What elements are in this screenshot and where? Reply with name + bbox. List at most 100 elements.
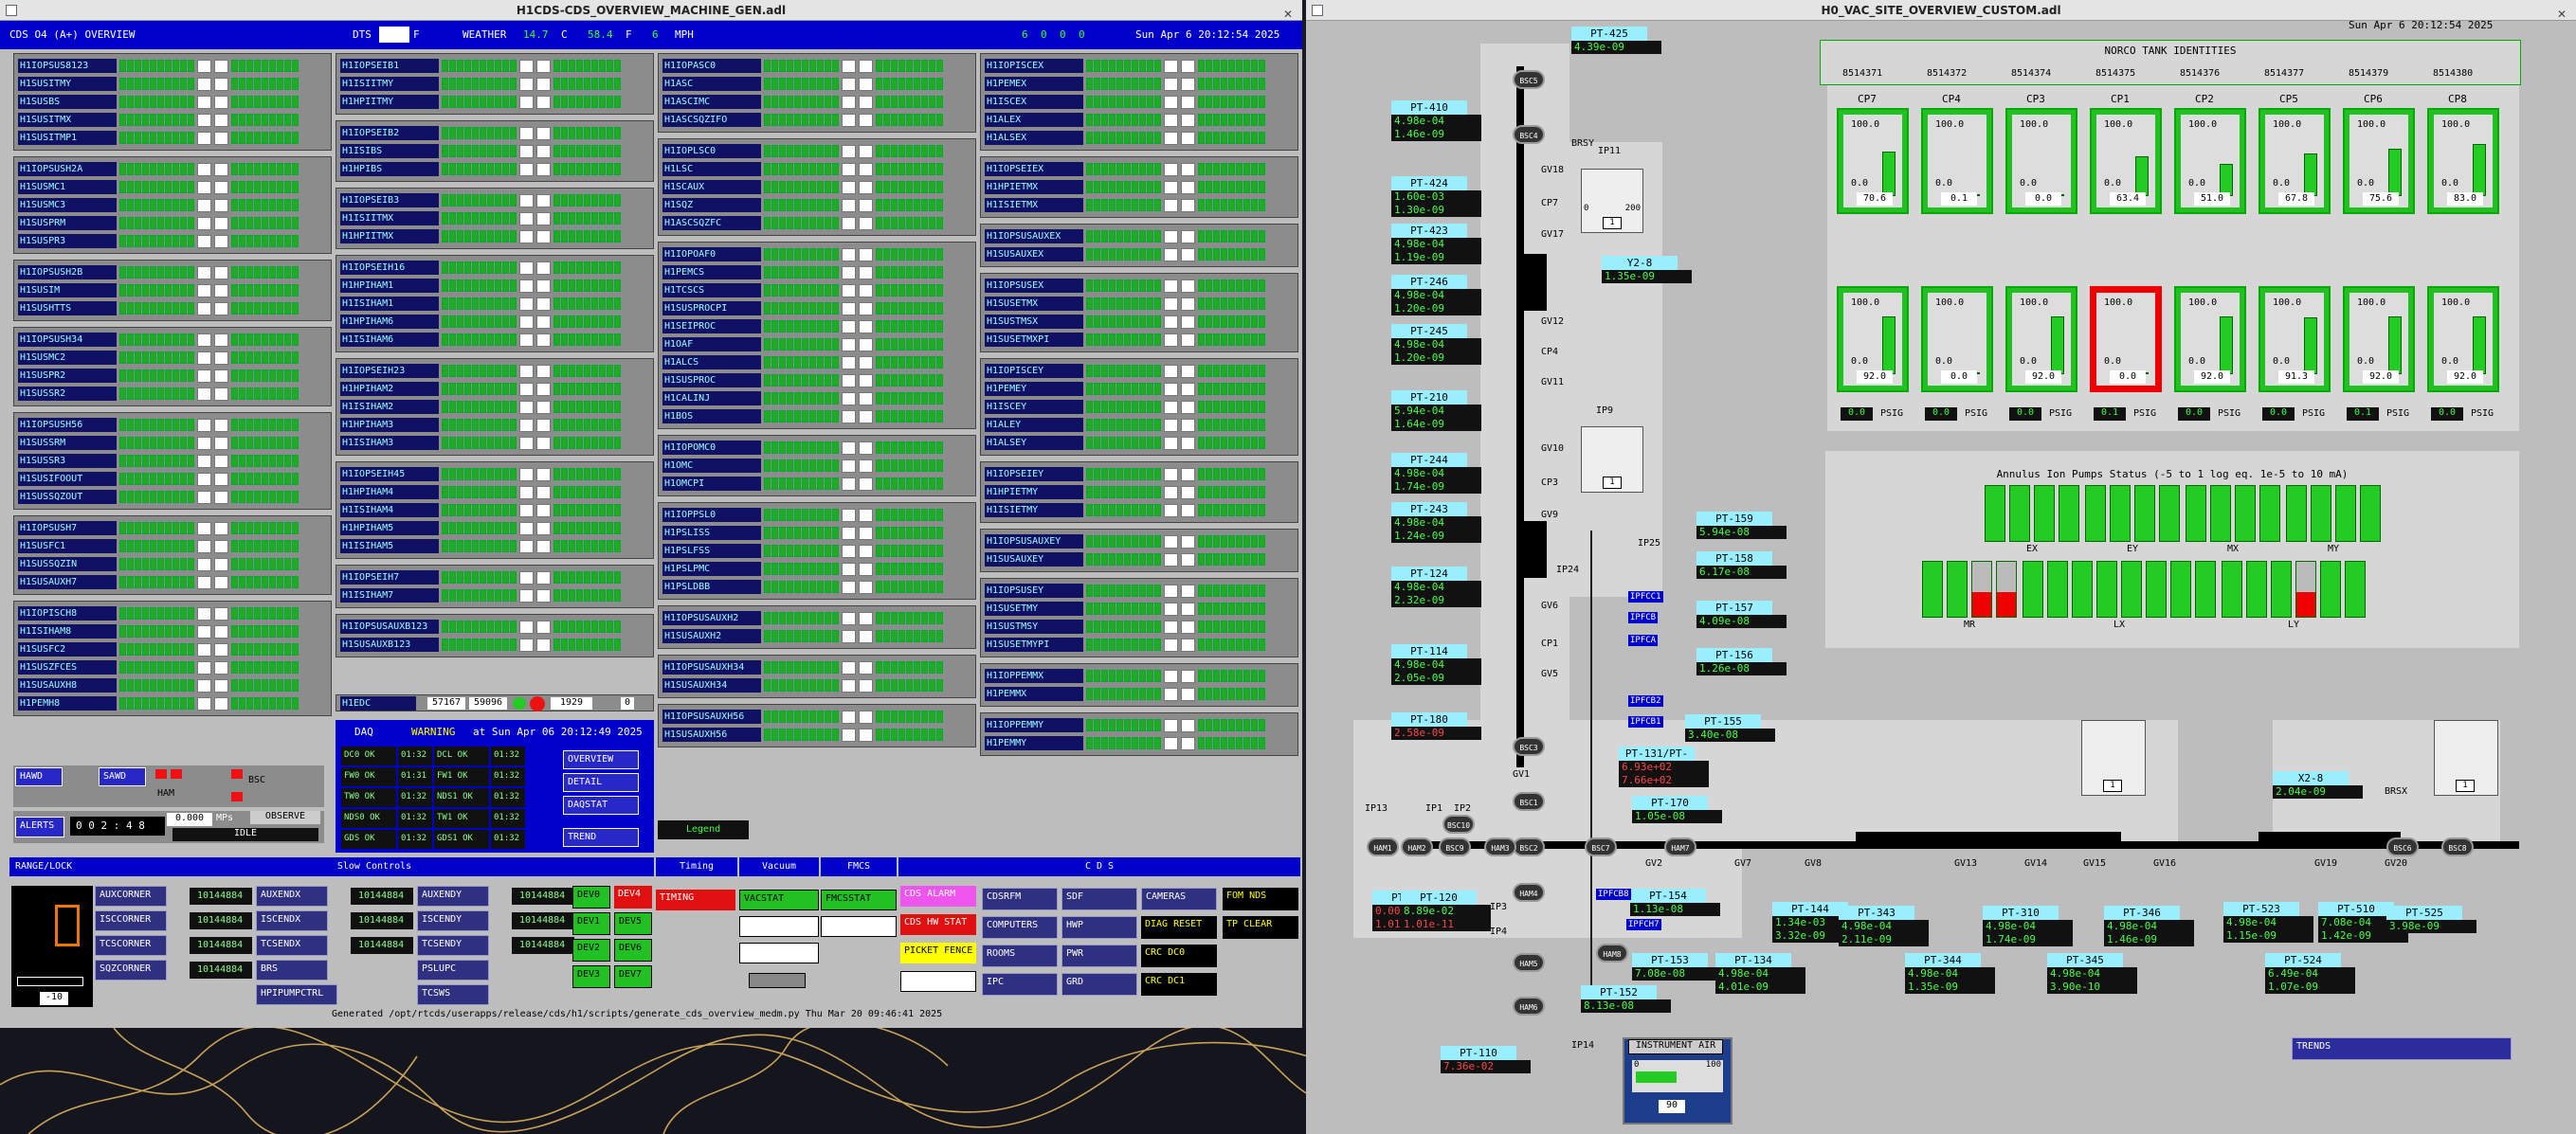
- hwp-button[interactable]: HWP: [1061, 916, 1137, 939]
- ion-pump-label[interactable]: IP25: [1638, 538, 1661, 549]
- vacuum-component[interactable]: CP1: [1541, 639, 1559, 649]
- model-name-button[interactable]: H1LSC: [662, 162, 761, 176]
- vacuum-component[interactable]: BSC7: [1585, 837, 1617, 856]
- ipfc-label[interactable]: IPFCA: [1628, 635, 1659, 646]
- model-name-button[interactable]: H1ISIITMY: [340, 77, 439, 91]
- model-name-button[interactable]: H1ISIHAM8: [18, 624, 117, 639]
- annulus-ion-pump[interactable]: [2311, 485, 2331, 542]
- fom-nds-button[interactable]: FOM NDS: [1223, 888, 1298, 910]
- legend-button[interactable]: Legend: [658, 820, 749, 839]
- sawd-button[interactable]: SAWD: [99, 767, 146, 786]
- model-name-button[interactable]: H1IOPSEIH45: [340, 467, 439, 481]
- vacuum-component[interactable]: BSC3: [1513, 737, 1545, 756]
- slow-control-button[interactable]: TCSWS: [417, 984, 489, 1005]
- vacuum-component[interactable]: GV1: [1513, 769, 1531, 780]
- vacuum-component[interactable]: HAM3: [1484, 837, 1516, 856]
- ion-pump-label[interactable]: BRSX: [2385, 786, 2408, 797]
- ipfc-label[interactable]: IPFCB2: [1628, 695, 1663, 707]
- model-name-button[interactable]: H1SUSITMX: [18, 113, 117, 127]
- dev-button[interactable]: DEV3: [572, 965, 610, 988]
- annulus-ion-pump[interactable]: [1971, 561, 1992, 618]
- diag-reset-button[interactable]: DIAG RESET: [1141, 916, 1217, 939]
- model-name-button[interactable]: H1SUSPROC: [662, 373, 761, 387]
- model-name-button[interactable]: H1IOPOMC0: [662, 441, 761, 455]
- vacuum-component[interactable]: GV13: [1954, 858, 1978, 869]
- model-name-button[interactable]: H1SUSSRM: [18, 436, 117, 450]
- model-name-button[interactable]: H1ISIHAM7: [340, 588, 439, 603]
- vacuum-component[interactable]: GV7: [1734, 858, 1752, 869]
- model-name-button[interactable]: H1ISIHAM6: [340, 333, 439, 347]
- model-name-button[interactable]: H1SUSITMP1: [18, 131, 117, 145]
- vacuum-component[interactable]: CP3: [1541, 477, 1559, 488]
- model-name-button[interactable]: H1IOPSUSEY: [985, 584, 1083, 598]
- annulus-ion-pump[interactable]: [2259, 485, 2280, 542]
- annulus-ion-pump[interactable]: [2047, 561, 2068, 618]
- ion-pump-label[interactable]: IP1: [1425, 803, 1443, 814]
- vacuum-component[interactable]: HAM5: [1513, 953, 1545, 972]
- vacuum-component[interactable]: HAM1: [1367, 837, 1399, 856]
- annulus-ion-pump[interactable]: [2295, 561, 2316, 618]
- model-name-button[interactable]: H1ISIBS: [340, 144, 439, 158]
- annulus-ion-pump[interactable]: [2096, 561, 2117, 618]
- model-name-button[interactable]: H1IOPISCEY: [985, 364, 1083, 378]
- vacuum-component[interactable]: BSC1: [1513, 792, 1545, 811]
- hawd-button[interactable]: HAWD: [15, 767, 63, 786]
- model-name-button[interactable]: H1ASCIMC: [662, 95, 761, 109]
- vacuum-component[interactable]: HAM6: [1513, 997, 1545, 1016]
- daqstat-button[interactable]: DAQSTAT: [563, 796, 639, 815]
- ion-pump-label[interactable]: IP24: [1556, 565, 1580, 575]
- tp-clear-button[interactable]: TP CLEAR: [1223, 916, 1298, 939]
- model-name-button[interactable]: H1IOPSUSEX: [985, 279, 1083, 293]
- annulus-ion-pump[interactable]: [2335, 485, 2356, 542]
- annulus-ion-pump[interactable]: [2072, 561, 2093, 618]
- slow-control-button[interactable]: ISCENDY: [417, 910, 489, 931]
- model-name-button[interactable]: H1SUSFC1: [18, 539, 117, 553]
- model-name-button[interactable]: H1SUSHTTS: [18, 301, 117, 315]
- model-name-button[interactable]: H1PEMEX: [985, 77, 1083, 91]
- window-titlebar[interactable]: H0_VAC_SITE_OVERVIEW_CUSTOM.adl✕: [1306, 0, 2576, 21]
- annulus-ion-pump[interactable]: [1922, 561, 1943, 618]
- dev-button[interactable]: DEV0: [572, 886, 610, 909]
- model-name-button[interactable]: H1PEMH8: [18, 696, 117, 711]
- model-name-button[interactable]: H1SEIPROC: [662, 319, 761, 333]
- model-name-button[interactable]: H1SCAUX: [662, 180, 761, 194]
- model-name-button[interactable]: H1ISIETMY: [985, 503, 1083, 517]
- vacuum-component[interactable]: GV19: [2314, 858, 2338, 869]
- dev-button[interactable]: DEV7: [614, 965, 652, 988]
- model-name-button[interactable]: H1HPIHAM1: [340, 279, 439, 293]
- model-name-button[interactable]: H1IOPPEMMY: [985, 718, 1083, 732]
- model-name-button[interactable]: H1IOPSUSAUXH56: [662, 710, 761, 724]
- dev-button[interactable]: DEV2: [572, 939, 610, 962]
- model-name-button[interactable]: H1ALSEX: [985, 131, 1083, 145]
- vacuum-component[interactable]: GV20: [2385, 858, 2408, 869]
- vacuum-component[interactable]: BSC2: [1513, 837, 1545, 856]
- slow-control-button[interactable]: AUXCORNER: [95, 886, 167, 907]
- model-name-button[interactable]: H1HPIHAM5: [340, 521, 439, 535]
- model-name-button[interactable]: H1IOPPEMMX: [985, 669, 1083, 683]
- model-name-button[interactable]: H1PSLFSS: [662, 544, 761, 558]
- slow-control-button[interactable]: TCSENDY: [417, 935, 489, 956]
- vacuum-component[interactable]: GV10: [1541, 443, 1565, 454]
- model-name-button[interactable]: H1IOPSUS8123: [18, 59, 117, 73]
- model-name-button[interactable]: H1PSLDBB: [662, 580, 761, 594]
- vacuum-component[interactable]: GV9: [1541, 510, 1559, 520]
- model-name-button[interactable]: H1SUSMC2: [18, 351, 117, 365]
